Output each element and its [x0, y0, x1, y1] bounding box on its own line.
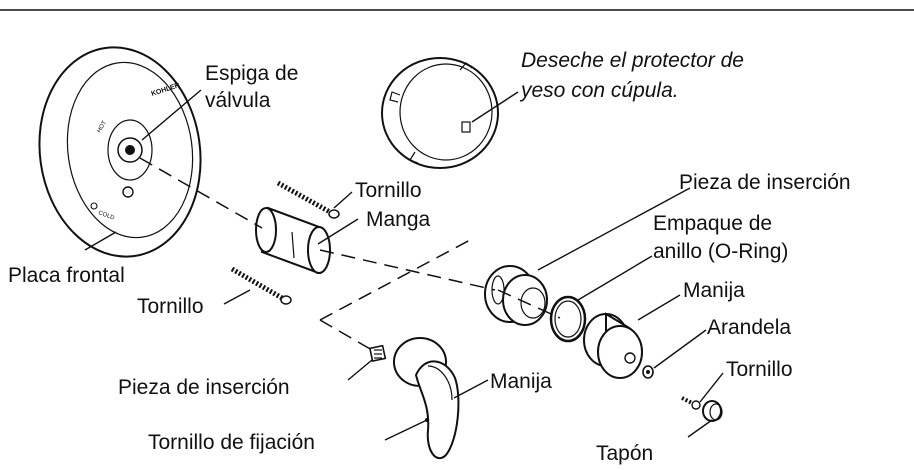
- insert-right: [484, 265, 548, 326]
- sleeve: [255, 206, 331, 274]
- label-tapon: Tapón: [596, 442, 653, 465]
- label-espiga-line1: Espiga de: [205, 62, 298, 85]
- label-tornillo-fijacion: Tornillo de fijación: [148, 431, 315, 454]
- screw-top: [276, 180, 340, 219]
- screw-right: [681, 396, 701, 410]
- label-pieza-insercion-left: Pieza de inserción: [118, 376, 290, 399]
- small-insert: [368, 344, 387, 363]
- label-tornillo-top: Tornillo: [355, 179, 422, 202]
- label-deseche-line2: yeso con cúpula.: [519, 79, 679, 102]
- plaster-guard-dome: [381, 57, 499, 169]
- o-ring: [549, 295, 587, 343]
- leader-lines: [84, 89, 724, 441]
- label-espiga-line2: válvula: [205, 89, 271, 112]
- screw-left: [230, 266, 292, 305]
- label-pieza-insercion-right: Pieza de inserción: [679, 171, 851, 194]
- plate-cold-text: COLD: [97, 210, 115, 222]
- label-empaque-line1: Empaque de: [653, 212, 772, 235]
- label-tornillo-left: Tornillo: [137, 295, 204, 318]
- label-manija-bottom: Manija: [490, 370, 552, 393]
- label-tornillo-right: Tornillo: [726, 358, 793, 381]
- lever-handle: [393, 337, 460, 460]
- cap: [702, 400, 723, 422]
- label-empaque-line2: anillo (O-Ring): [653, 240, 788, 263]
- washer: [642, 365, 654, 379]
- label-manga: Manga: [366, 208, 431, 231]
- knob-handle: [583, 312, 643, 379]
- label-manija-right: Manija: [683, 279, 745, 302]
- face-plate: KOHLER HOT COLD: [38, 46, 202, 258]
- label-placa-frontal: Placa frontal: [8, 264, 125, 287]
- label-deseche-line1: Deseche el protector de: [521, 49, 744, 72]
- assembly-dashed-lines: [139, 157, 561, 351]
- label-arandela: Arandela: [707, 316, 791, 339]
- plate-hot-text: HOT: [97, 120, 109, 134]
